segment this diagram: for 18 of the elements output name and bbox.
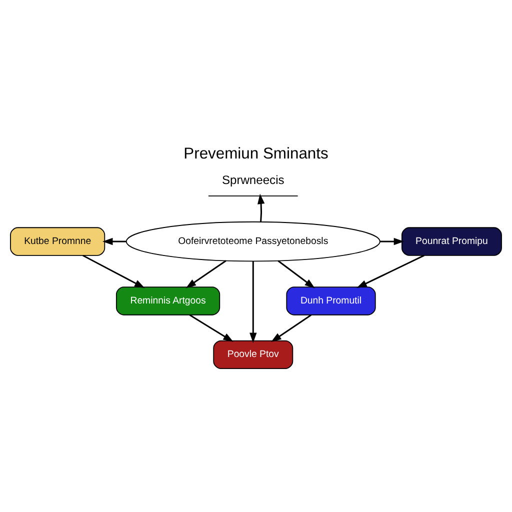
node-ellipse: Oofeirvretoteome Passyetonebosls: [126, 221, 380, 262]
arrow: [102, 238, 126, 246]
diagram-title: Prevemiun Sminants: [184, 145, 328, 162]
arrow: [380, 238, 404, 246]
node-box: Poovle Ptov: [213, 340, 294, 370]
arrow: [278, 260, 315, 288]
node-box: Dunh Promutil: [286, 286, 376, 316]
arrow: [186, 260, 226, 288]
node-text: Sprwneecis: [222, 172, 284, 187]
arrow: [189, 314, 234, 342]
arrow: [82, 254, 145, 288]
arrow: [250, 261, 257, 343]
arrow: [258, 194, 265, 222]
node-box: Pounrat Promipu: [401, 227, 502, 256]
arrow: [356, 254, 424, 288]
node-box: Kutbe Promnne: [10, 227, 106, 256]
arrow: [271, 314, 312, 342]
node-box: Reminnis Artgoos: [116, 286, 220, 316]
